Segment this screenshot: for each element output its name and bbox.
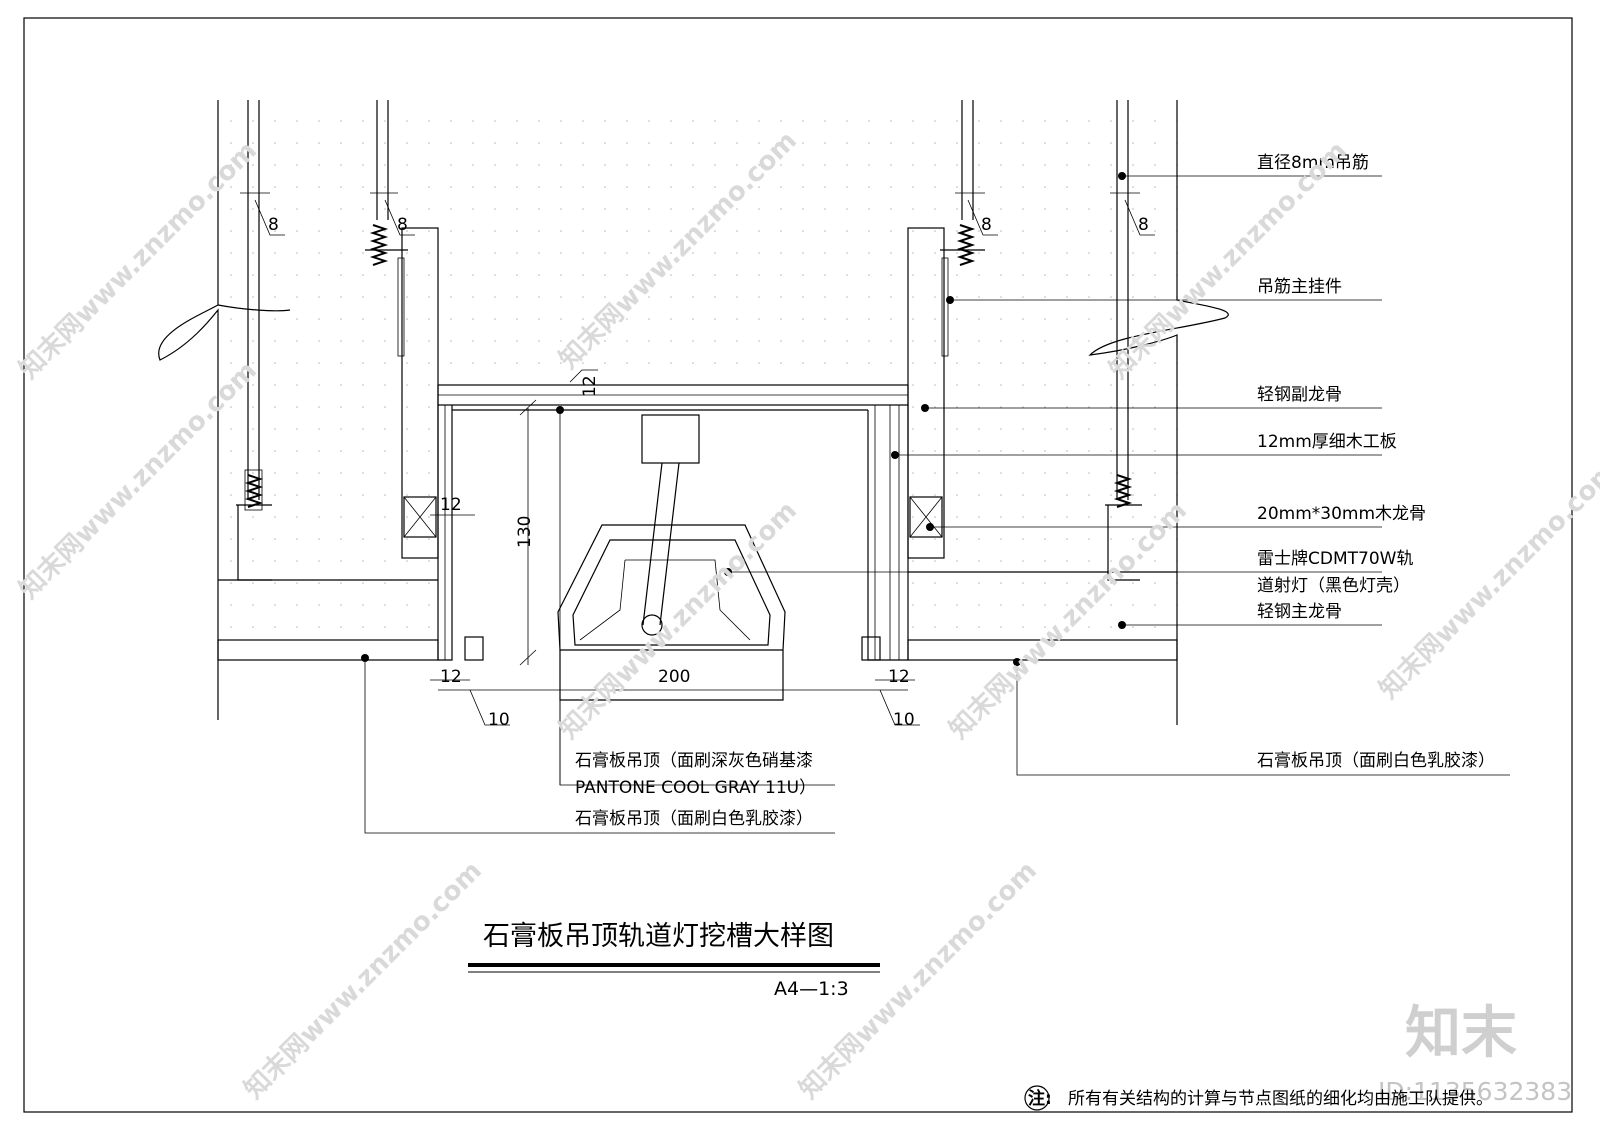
note: 注: 所有有关结构的计算与节点图纸的细化均由施工队提供。	[1024, 1085, 1493, 1111]
timber-batten-right	[909, 496, 943, 538]
label-plywood: 12mm厚细木工板	[1257, 432, 1397, 452]
label-spotlight-2: 道射灯（黑色灯壳）	[1257, 576, 1410, 596]
slab-fill-center	[438, 100, 908, 380]
leader-dots	[361, 172, 1126, 666]
dim-board-bottom-left: 12	[440, 667, 462, 687]
right-labels: 直径8mm吊筋 吊筋主挂件 轻钢副龙骨 12mm厚细木工板 20mm*30mm木…	[1257, 153, 1495, 771]
label-spotlight-1: 雷士牌CDMT70W轨	[1257, 549, 1413, 569]
structure-right	[1088, 100, 1229, 725]
dim-depth: 130	[515, 516, 535, 548]
dim-rod-4: 8	[1138, 215, 1149, 235]
dim-offset-left: 10	[488, 710, 510, 730]
dim-width: 200	[658, 667, 690, 687]
dim-board-left: 12	[440, 495, 462, 515]
drawing-scale: A4—1:3	[774, 978, 849, 1000]
label-gypsum-white-right: 石膏板吊顶（面刷白色乳胶漆）	[1257, 750, 1495, 771]
bottom-labels: 石膏板吊顶（面刷深灰色硝基漆 PANTONE COOL GRAY 11U） 石膏…	[575, 750, 816, 829]
label-hanger-rod: 直径8mm吊筋	[1257, 153, 1369, 173]
logo: 知末	[1405, 1001, 1517, 1066]
dim-rod-1: 8	[268, 215, 279, 235]
label-gypsum-white-left: 石膏板吊顶（面刷白色乳胶漆）	[575, 808, 813, 829]
leader-lines	[364, 175, 1510, 834]
label-pantone: PANTONE COOL GRAY 11U）	[575, 778, 816, 798]
watermark-8: 知末网www.znzmo.com	[239, 856, 488, 1105]
dimension-texts: 8 8 8 8 12 12 130 200 12 12 10 10	[268, 215, 1149, 730]
note-text: 所有有关结构的计算与节点图纸的细化均由施工队提供。	[1068, 1089, 1493, 1109]
label-timber-keel: 20mm*30mm木龙骨	[1257, 504, 1426, 524]
light-slot	[437, 384, 909, 661]
dim-board-top: 12	[580, 375, 600, 397]
note-icon	[1024, 1085, 1050, 1111]
track-spotlight	[557, 414, 786, 701]
dim-offset-right: 10	[893, 710, 915, 730]
watermark-5: 知末网www.znzmo.com	[554, 496, 803, 745]
image-id: ID:1135632383	[1378, 1077, 1572, 1106]
label-sub-keel: 轻钢副龙骨	[1257, 385, 1342, 405]
slab-fill-right	[908, 100, 1178, 645]
dim-board-bottom-right: 12	[888, 667, 910, 687]
dim-rod-3: 8	[981, 215, 992, 235]
hanger-rod-3	[940, 100, 985, 357]
note-prefix: 注:	[1028, 1088, 1052, 1109]
drawing-title: 石膏板吊顶轨道灯挖槽大样图	[483, 921, 834, 952]
slab-fill-left	[218, 100, 438, 645]
label-main-keel: 轻钢主龙骨	[1257, 602, 1342, 622]
sheet-border	[23, 17, 1573, 1113]
dim-rod-2: 8	[397, 215, 408, 235]
label-hanger-bracket: 吊筋主挂件	[1257, 277, 1342, 297]
hanger-rod-2	[365, 100, 408, 357]
label-gypsum-gray: 石膏板吊顶（面刷深灰色硝基漆	[575, 750, 813, 771]
timber-batten-left	[403, 496, 437, 538]
